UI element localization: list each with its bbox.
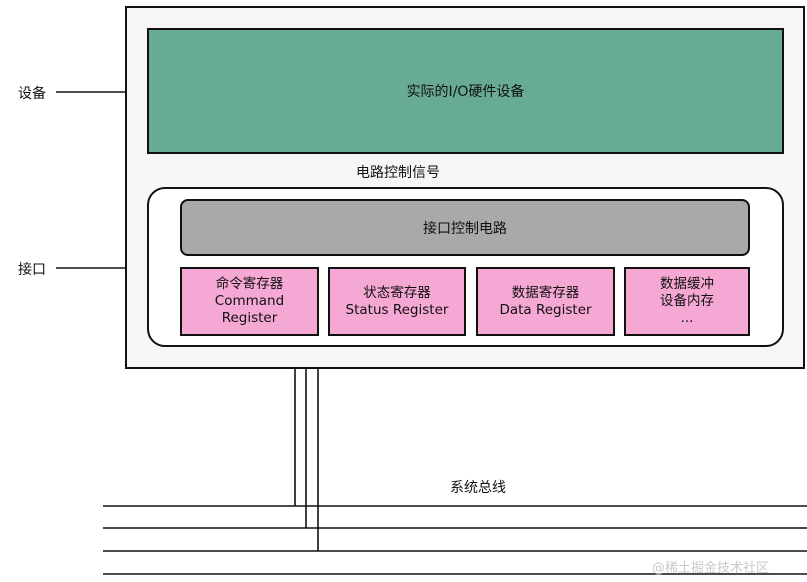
watermark: @稀土掘金技术社区 <box>652 561 770 576</box>
system-bus-label: 系统总线 <box>450 480 506 496</box>
register-label-line: Data Register <box>499 301 592 318</box>
command-register: 命令寄存器 Command Register <box>180 267 319 336</box>
interface-control-circuit-label: 接口控制电路 <box>423 220 507 237</box>
register-label-line: 设备内存 <box>660 293 714 309</box>
data-buffer: 数据缓冲 设备内存 ... <box>624 267 750 336</box>
register-label-line: ... <box>680 310 694 326</box>
register-label-line: Register <box>221 310 278 326</box>
io-hardware-device: 实际的I/O硬件设备 <box>147 28 784 154</box>
register-label-line: Command <box>214 293 285 309</box>
register-label-line: 状态寄存器 <box>363 284 431 301</box>
register-label-line: 数据缓冲 <box>660 276 714 292</box>
interface-label: 接口 <box>18 262 46 278</box>
register-label-line: 数据寄存器 <box>511 284 580 301</box>
status-register: 状态寄存器 Status Register <box>328 267 466 336</box>
device-label: 设备 <box>18 86 46 102</box>
io-hardware-device-label: 实际的I/O硬件设备 <box>406 84 525 100</box>
register-label-line: Status Register <box>345 301 449 318</box>
control-signal-label: 电路控制信号 <box>356 165 440 181</box>
register-label-line: 命令寄存器 <box>215 276 284 292</box>
data-register: 数据寄存器 Data Register <box>476 267 615 336</box>
interface-control-circuit: 接口控制电路 <box>180 199 750 256</box>
